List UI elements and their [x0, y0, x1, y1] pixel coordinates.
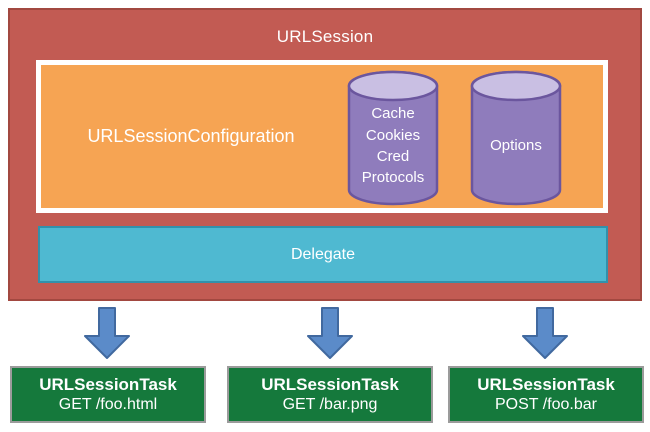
- down-arrow-icon: [307, 307, 353, 359]
- task-title: URLSessionTask: [39, 374, 177, 394]
- task-request: GET /foo.html: [58, 396, 158, 414]
- configuration-box: URLSessionConfiguration Cache Cookies Cr…: [36, 60, 608, 213]
- urlsession-title: URLSession: [276, 27, 374, 46]
- options-cylinder-label: Options: [490, 137, 542, 155]
- task-request: GET /bar.png: [282, 396, 378, 414]
- configuration-label: URLSessionConfiguration: [87, 126, 295, 146]
- database-icon: [470, 70, 562, 206]
- task-title: URLSessionTask: [261, 374, 399, 394]
- options-cylinder: Options: [469, 69, 563, 207]
- cache-cylinder: Cache Cookies Cred Protocols: [346, 69, 440, 207]
- urlsessiontask-box: URLSessionTask POST /foo.bar: [448, 366, 644, 423]
- urlsessiontask-box: URLSessionTask GET /foo.html: [10, 366, 206, 423]
- task-title: URLSessionTask: [477, 374, 615, 394]
- down-arrow-icon: [84, 307, 130, 359]
- down-arrow-icon: [522, 307, 568, 359]
- urlsession-box: URLSession URLSessionConfiguration Cache…: [8, 8, 642, 301]
- cache-cylinder-label: Cache Cookies Cred Protocols: [361, 105, 425, 187]
- urlsessiontask-box: URLSessionTask GET /bar.png: [227, 366, 433, 423]
- database-icon: [347, 70, 439, 206]
- task-request: POST /foo.bar: [495, 396, 597, 414]
- delegate-label: Delegate: [290, 245, 356, 263]
- delegate-box: Delegate: [38, 226, 608, 283]
